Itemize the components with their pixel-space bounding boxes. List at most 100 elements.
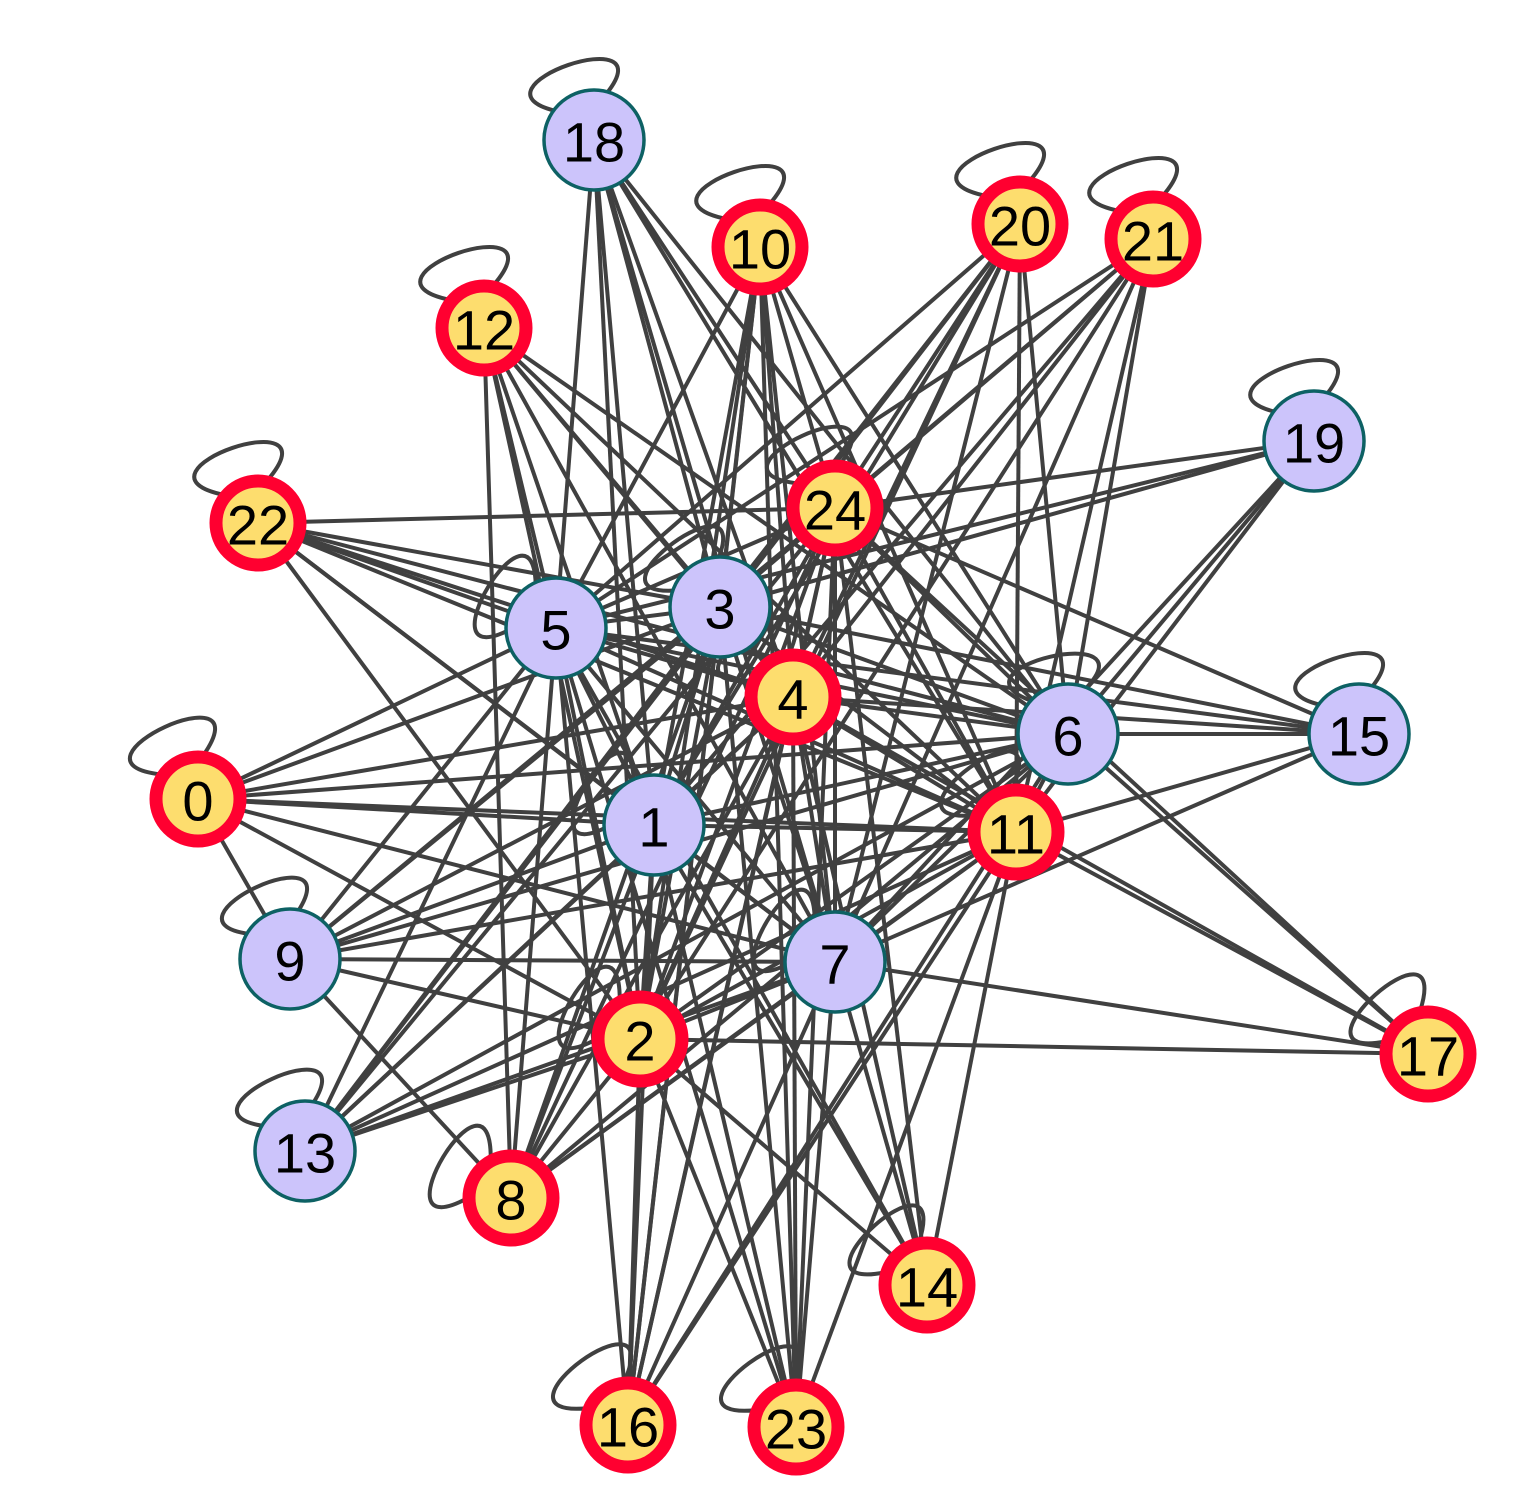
node-circle-5[interactable]	[504, 576, 608, 680]
edge-11-23	[794, 831, 1018, 1428]
node-circle-24[interactable]	[786, 459, 884, 557]
self-loop-13	[235, 1067, 325, 1129]
edge-7-9	[289, 957, 836, 964]
node-10[interactable]: 10	[711, 198, 809, 296]
node-21[interactable]: 21	[1104, 190, 1202, 288]
edge-6-12	[482, 326, 1070, 736]
node-8[interactable]: 8	[462, 1149, 560, 1247]
node-label-21: 21	[1122, 210, 1184, 273]
node-1[interactable]: 1	[602, 773, 706, 877]
node-label-4: 4	[777, 668, 808, 731]
node-0[interactable]: 0	[149, 750, 247, 848]
edge-1-23	[652, 824, 798, 1428]
node-label-18: 18	[563, 111, 625, 174]
node-12[interactable]: 12	[435, 279, 533, 377]
node-3[interactable]: 3	[668, 555, 772, 659]
self-loop-14	[847, 1203, 926, 1277]
node-label-22: 22	[227, 494, 289, 557]
node-label-15: 15	[1328, 705, 1390, 768]
self-loop-18	[528, 57, 621, 114]
edge-4-10	[758, 246, 795, 698]
self-loop-5	[472, 553, 538, 640]
node-9[interactable]: 9	[238, 907, 342, 1011]
node-15[interactable]: 15	[1307, 682, 1411, 786]
node-circle-17[interactable]	[1379, 1005, 1477, 1103]
node-label-16: 16	[597, 1396, 659, 1459]
node-circle-2[interactable]	[591, 990, 689, 1088]
node-circle-8[interactable]	[462, 1149, 560, 1247]
edge-1-9	[289, 823, 655, 961]
node-circle-16[interactable]	[579, 1376, 677, 1474]
edge-0-2	[197, 797, 641, 1041]
self-loop-15	[1293, 651, 1386, 708]
node-label-3: 3	[704, 578, 735, 641]
node-13[interactable]: 13	[253, 1099, 357, 1203]
edge-7-22	[256, 521, 837, 964]
node-circle-4[interactable]	[744, 648, 842, 746]
edge-8-9	[288, 957, 513, 1200]
node-7[interactable]: 7	[783, 910, 887, 1014]
node-circle-21[interactable]	[1104, 190, 1202, 288]
self-loop-12	[418, 245, 511, 302]
edge-2-17	[639, 1037, 1429, 1056]
edge-7-13	[304, 960, 836, 1153]
node-circle-19[interactable]	[1262, 389, 1366, 493]
node-circle-23[interactable]	[747, 1378, 845, 1476]
node-label-5: 5	[540, 599, 571, 662]
node-5[interactable]: 5	[504, 576, 608, 680]
edge-13-20	[303, 222, 1022, 1153]
node-circle-12[interactable]	[435, 279, 533, 377]
node-23[interactable]: 23	[747, 1378, 845, 1476]
node-16[interactable]: 16	[579, 1376, 677, 1474]
node-label-23: 23	[765, 1398, 827, 1461]
node-6[interactable]: 6	[1016, 682, 1120, 786]
node-label-17: 17	[1397, 1025, 1459, 1088]
node-label-20: 20	[989, 195, 1051, 258]
edge-2-22	[256, 521, 642, 1041]
node-circle-11[interactable]	[967, 783, 1065, 881]
node-19[interactable]: 19	[1262, 389, 1366, 493]
node-14[interactable]: 14	[878, 1236, 976, 1334]
node-20[interactable]: 20	[971, 175, 1069, 273]
node-circle-18[interactable]	[542, 88, 646, 192]
node-label-12: 12	[453, 299, 515, 362]
node-circle-7[interactable]	[783, 910, 887, 1014]
node-22[interactable]: 22	[209, 474, 307, 572]
edge-7-18	[592, 139, 837, 963]
node-circle-13[interactable]	[253, 1099, 357, 1203]
edge-5-22	[257, 521, 557, 630]
edge-2-14	[638, 1037, 929, 1287]
node-11[interactable]: 11	[967, 783, 1065, 881]
edge-11-13	[304, 830, 1017, 1153]
node-label-7: 7	[819, 933, 850, 996]
node-circle-9[interactable]	[238, 907, 342, 1011]
node-17[interactable]: 17	[1379, 1005, 1477, 1103]
node-circle-1[interactable]	[602, 773, 706, 877]
node-label-0: 0	[182, 770, 213, 833]
node-2[interactable]: 2	[591, 990, 689, 1088]
edge-9-11	[289, 830, 1017, 961]
node-label-8: 8	[495, 1169, 526, 1232]
edge-7-17	[834, 960, 1429, 1056]
edge-5-10	[554, 246, 762, 629]
self-loop-21	[1087, 156, 1180, 213]
node-circle-15[interactable]	[1307, 682, 1411, 786]
node-circle-22[interactable]	[209, 474, 307, 572]
node-circle-6[interactable]	[1016, 682, 1120, 786]
edge-7-23	[794, 961, 837, 1428]
node-circle-14[interactable]	[878, 1236, 976, 1334]
edge-15-24	[834, 506, 1360, 736]
node-label-2: 2	[624, 1010, 655, 1073]
node-circle-3[interactable]	[668, 555, 772, 659]
node-24[interactable]: 24	[786, 459, 884, 557]
edge-5-18	[554, 139, 596, 629]
node-4[interactable]: 4	[744, 648, 842, 746]
node-circle-20[interactable]	[971, 175, 1069, 273]
node-label-6: 6	[1052, 705, 1083, 768]
edge-5-21	[554, 237, 1155, 630]
node-18[interactable]: 18	[542, 88, 646, 192]
edge-11-16	[626, 830, 1018, 1427]
edge-7-15	[834, 732, 1360, 964]
node-circle-10[interactable]	[711, 198, 809, 296]
node-circle-0[interactable]	[149, 750, 247, 848]
